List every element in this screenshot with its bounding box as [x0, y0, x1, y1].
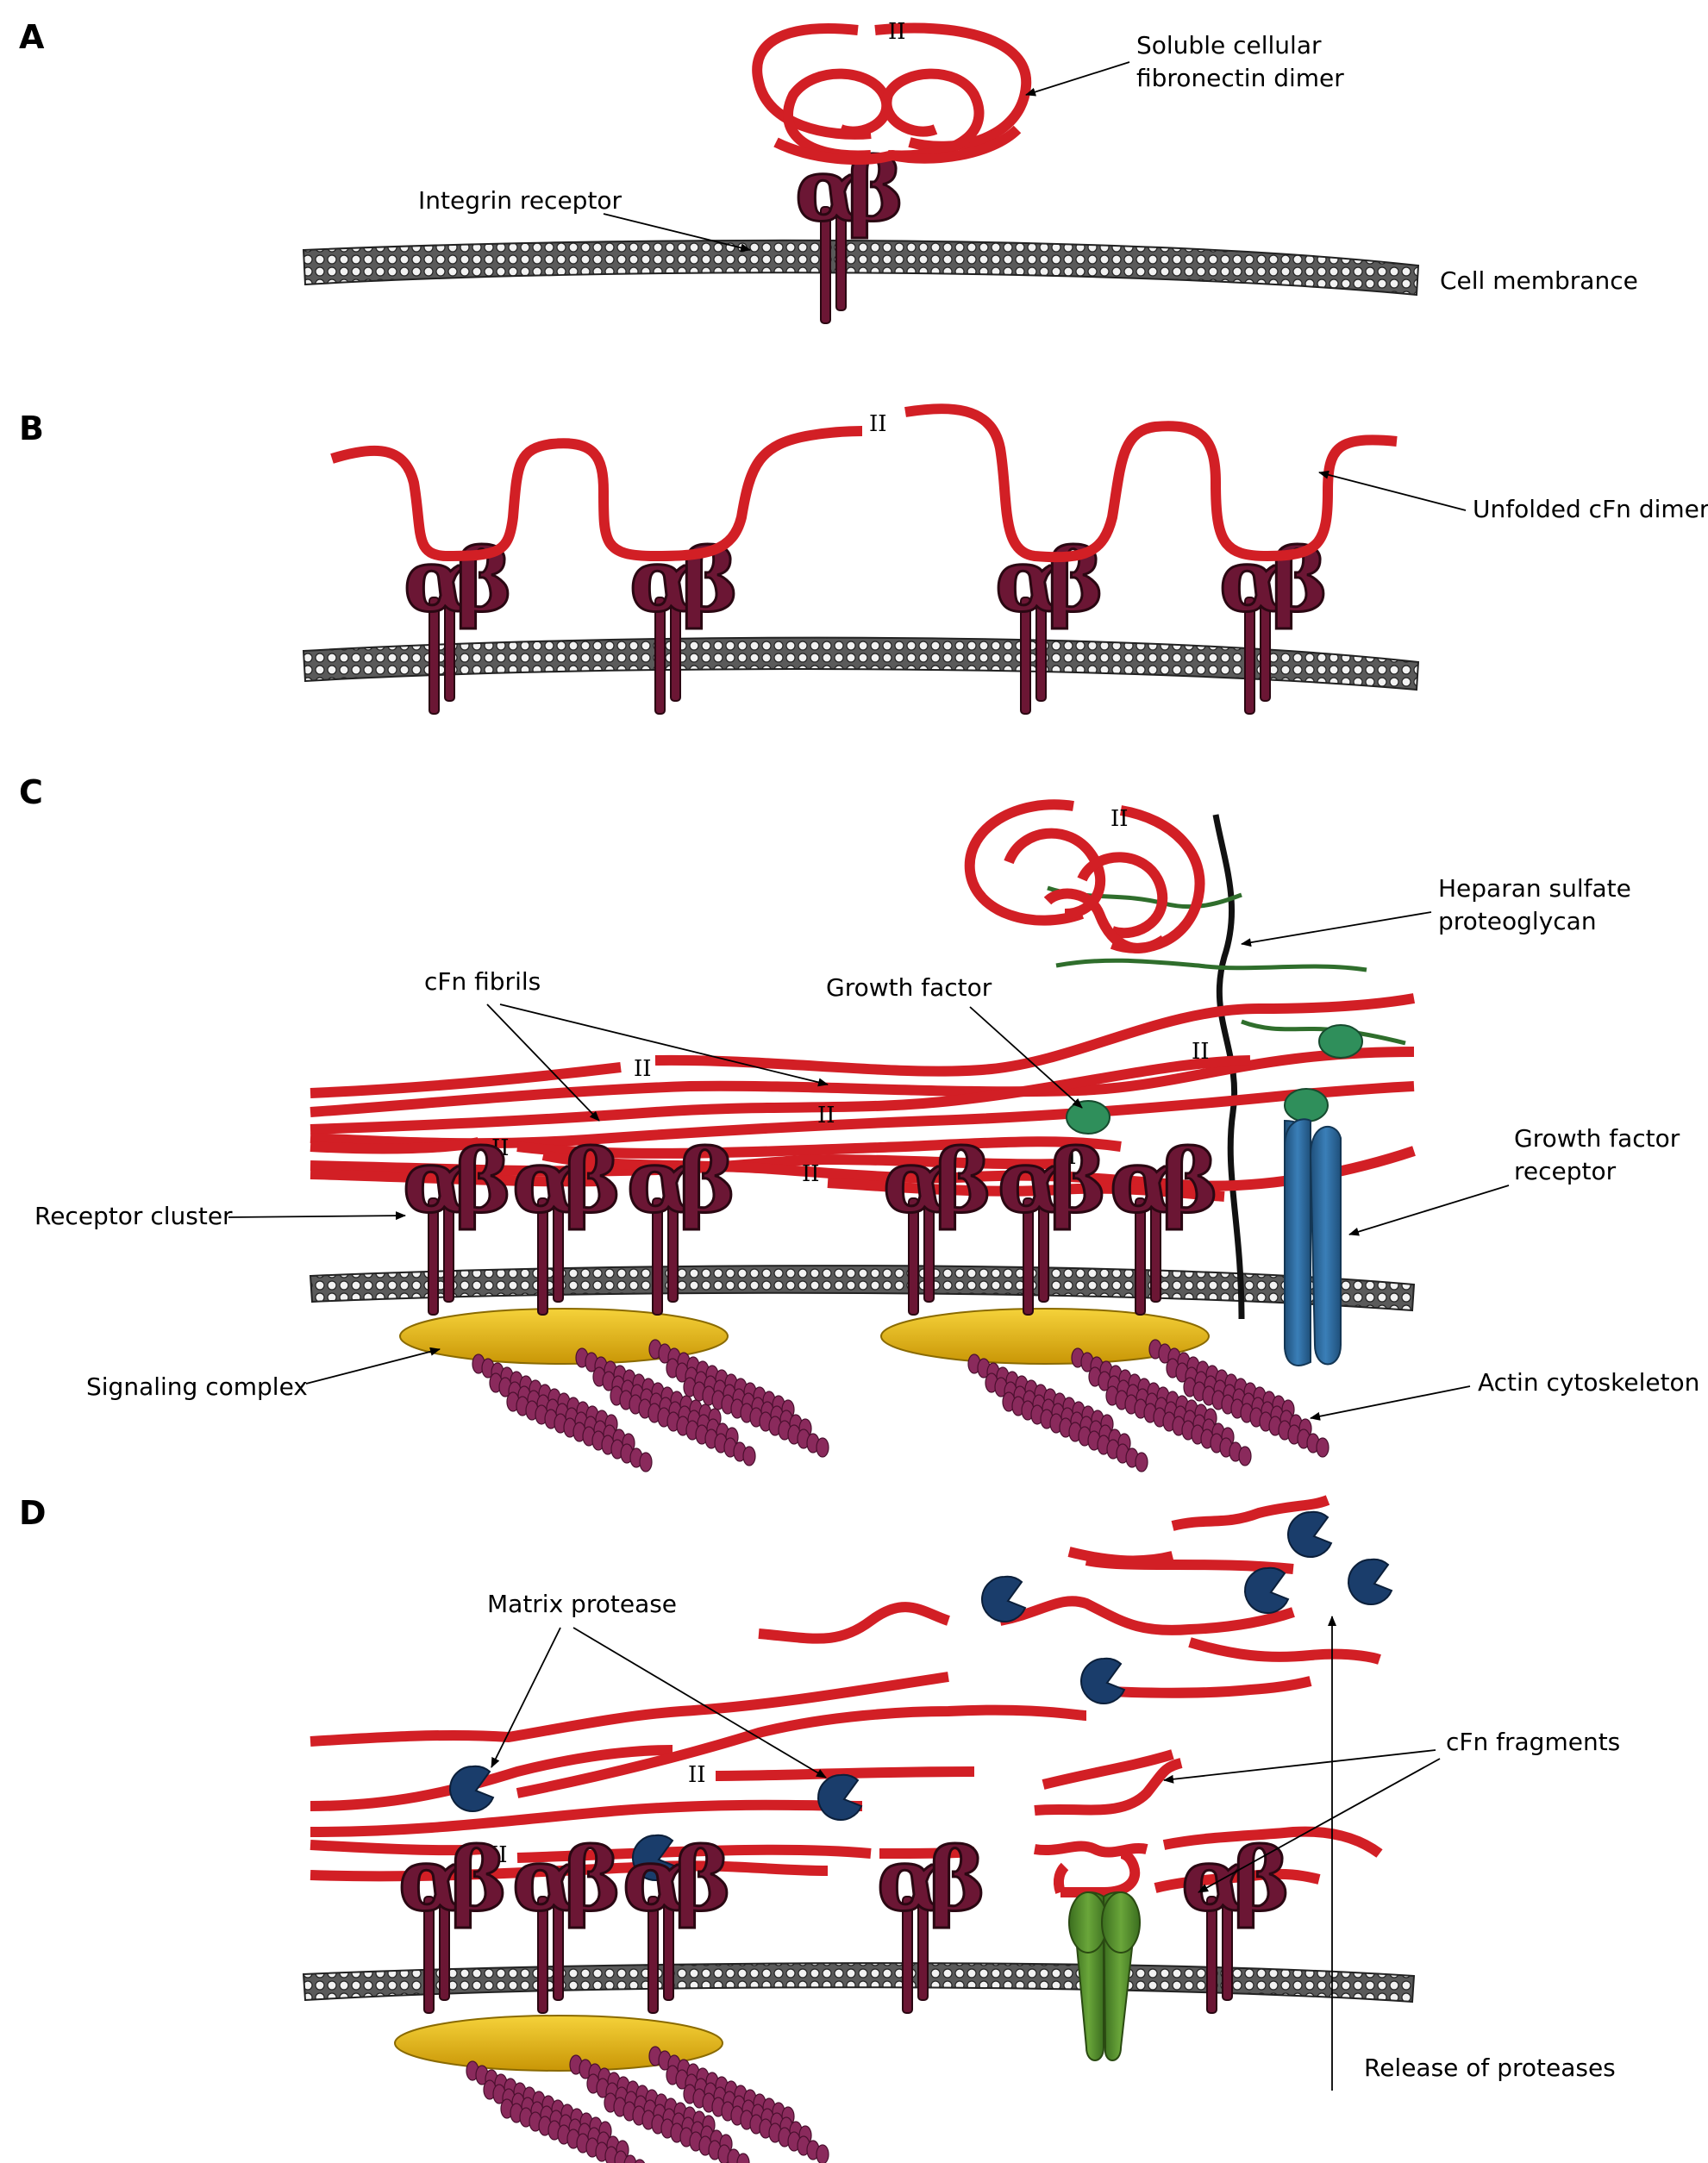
label-heparan-2: proteoglycan [1438, 907, 1597, 935]
roman-numeral-c-top: II [1111, 806, 1129, 832]
panel-b: B II Unfolded cFn dimer [19, 403, 1708, 716]
panel-a-letter: A [19, 18, 45, 56]
panel-d: D II II [19, 1494, 1620, 2163]
matrix-protease-1 [449, 1765, 494, 1812]
soluble-fibronectin-dimer: II [752, 19, 1032, 165]
growth-factor-3 [1284, 1088, 1329, 1122]
signaling-complex-1 [399, 1308, 729, 1365]
panel-c: C II [19, 773, 1699, 1472]
label-cfn-fibrils: cFn fibrils [424, 967, 541, 996]
signaling-complex-2 [880, 1308, 1210, 1365]
cell-membrane-c [309, 1265, 1416, 1312]
panel-b-letter: B [19, 409, 44, 447]
label-soluble-1: Soluble cellular [1136, 31, 1322, 59]
panel-d-letter: D [19, 1494, 47, 1532]
label-unfolded-dimer: Unfolded cFn dimer [1473, 495, 1708, 523]
growth-factor-1 [1066, 1100, 1111, 1135]
matrix-protease-2 [817, 1773, 862, 1821]
label-integrin-receptor: Integrin receptor [418, 186, 623, 215]
matrix-protease-5 [1080, 1657, 1125, 1704]
matrix-protease-4 [981, 1575, 1026, 1622]
cell-membrane-a [302, 239, 1420, 297]
cell-membrane-d [302, 1962, 1416, 2004]
matrix-protease-6 [1287, 1510, 1332, 1558]
roman-numeral-c-1: II [634, 1056, 652, 1082]
label-heparan-1: Heparan sulfate [1438, 874, 1631, 903]
panel-c-letter: C [19, 773, 43, 811]
label-cfn-fragments: cFn fragments [1446, 1728, 1620, 1756]
label-gf-receptor-2: receptor [1514, 1157, 1617, 1185]
label-growth-factor: Growth factor [826, 973, 992, 1002]
label-matrix-protease: Matrix protease [487, 1590, 677, 1618]
label-soluble-2: fibronectin dimer [1136, 64, 1344, 92]
integrin-receptor-a [793, 137, 905, 325]
folded-cfn-dimer-c: II [964, 799, 1205, 953]
panel-a: A II Soluble cellular fibronectin dimer … [19, 18, 1638, 325]
signaling-complex-d [394, 2015, 723, 2072]
label-receptor-cluster: Receptor cluster [34, 1202, 233, 1230]
roman-numeral-d-1: II [688, 1762, 706, 1788]
label-actin-cytoskeleton: Actin cytoskeleton [1478, 1368, 1699, 1397]
cfn-fragments [758, 1495, 1383, 1897]
unfolded-cfn-dimer-left [330, 426, 863, 561]
roman-numeral-c-5: II [802, 1161, 820, 1187]
growth-factor-receptor [1284, 1118, 1342, 1366]
unfolded-cfn-dimer-right [904, 403, 1398, 563]
label-signaling-complex: Signaling complex [86, 1372, 308, 1401]
label-gf-receptor-1: Growth factor [1514, 1124, 1680, 1153]
matrix-protease-7 [1244, 1566, 1289, 1614]
roman-numeral-a: II [888, 19, 906, 45]
growth-factor-2 [1318, 1024, 1363, 1059]
roman-numeral-b: II [869, 411, 887, 437]
roman-numeral-c-6: II [1192, 1039, 1210, 1065]
label-cell-membrane: Cell membrance [1440, 266, 1638, 295]
label-release-proteases: Release of proteases [1364, 2054, 1616, 2082]
roman-numeral-c-2: II [817, 1103, 835, 1128]
matrix-protease-8 [1348, 1558, 1392, 1605]
fragment-receptor [1068, 1891, 1141, 2061]
